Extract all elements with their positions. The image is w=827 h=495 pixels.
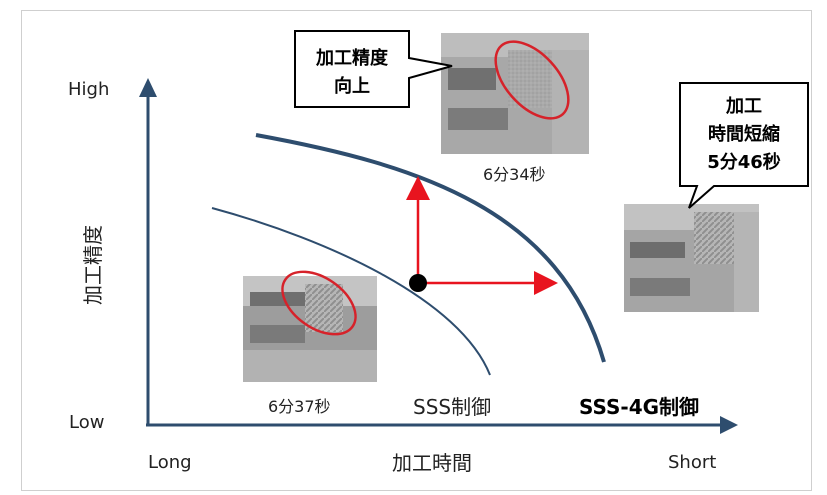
current-point	[409, 274, 427, 292]
x-long-label: Long	[148, 452, 192, 473]
accuracy-callout-line1: 加工精度	[315, 47, 389, 69]
photo-sss-machined-part	[243, 270, 377, 382]
y-high-label: High	[68, 79, 109, 100]
sss4g-curve-label: SSS-4G制御	[579, 395, 699, 419]
diagram-frame	[21, 10, 812, 491]
highlight-ellipse	[281, 270, 357, 336]
photo-top-caption: 6分34秒	[483, 165, 546, 184]
y-low-label: Low	[69, 412, 104, 433]
time-reduction-callout: 加工 時間短縮 5分46秒	[679, 82, 809, 209]
accuracy-callout-line2: 向上	[334, 75, 370, 97]
time-callout-line2: 時間短縮	[708, 123, 780, 145]
sss4g-curve	[255, 133, 606, 363]
x-axis-title: 加工時間	[392, 451, 472, 475]
accuracy-up-arrow	[406, 176, 430, 283]
y-axis	[139, 78, 157, 425]
photo-time-reduction-part	[624, 204, 759, 312]
time-callout-line3: 5分46秒	[707, 151, 781, 173]
sss-curve	[211, 207, 491, 376]
photo-left-caption: 6分37秒	[268, 397, 331, 416]
time-reduction-arrow	[418, 271, 558, 295]
sss-curve-label: SSS制御	[413, 395, 491, 419]
time-callout-line1: 加工	[725, 96, 762, 117]
y-axis-title: 加工精度	[81, 225, 105, 305]
accuracy-callout: 加工精度 向上	[294, 30, 453, 108]
highlight-ellipse	[494, 40, 570, 120]
x-axis	[146, 416, 738, 434]
x-short-label: Short	[668, 452, 716, 473]
photo-sss4g-machined-part	[441, 33, 589, 154]
